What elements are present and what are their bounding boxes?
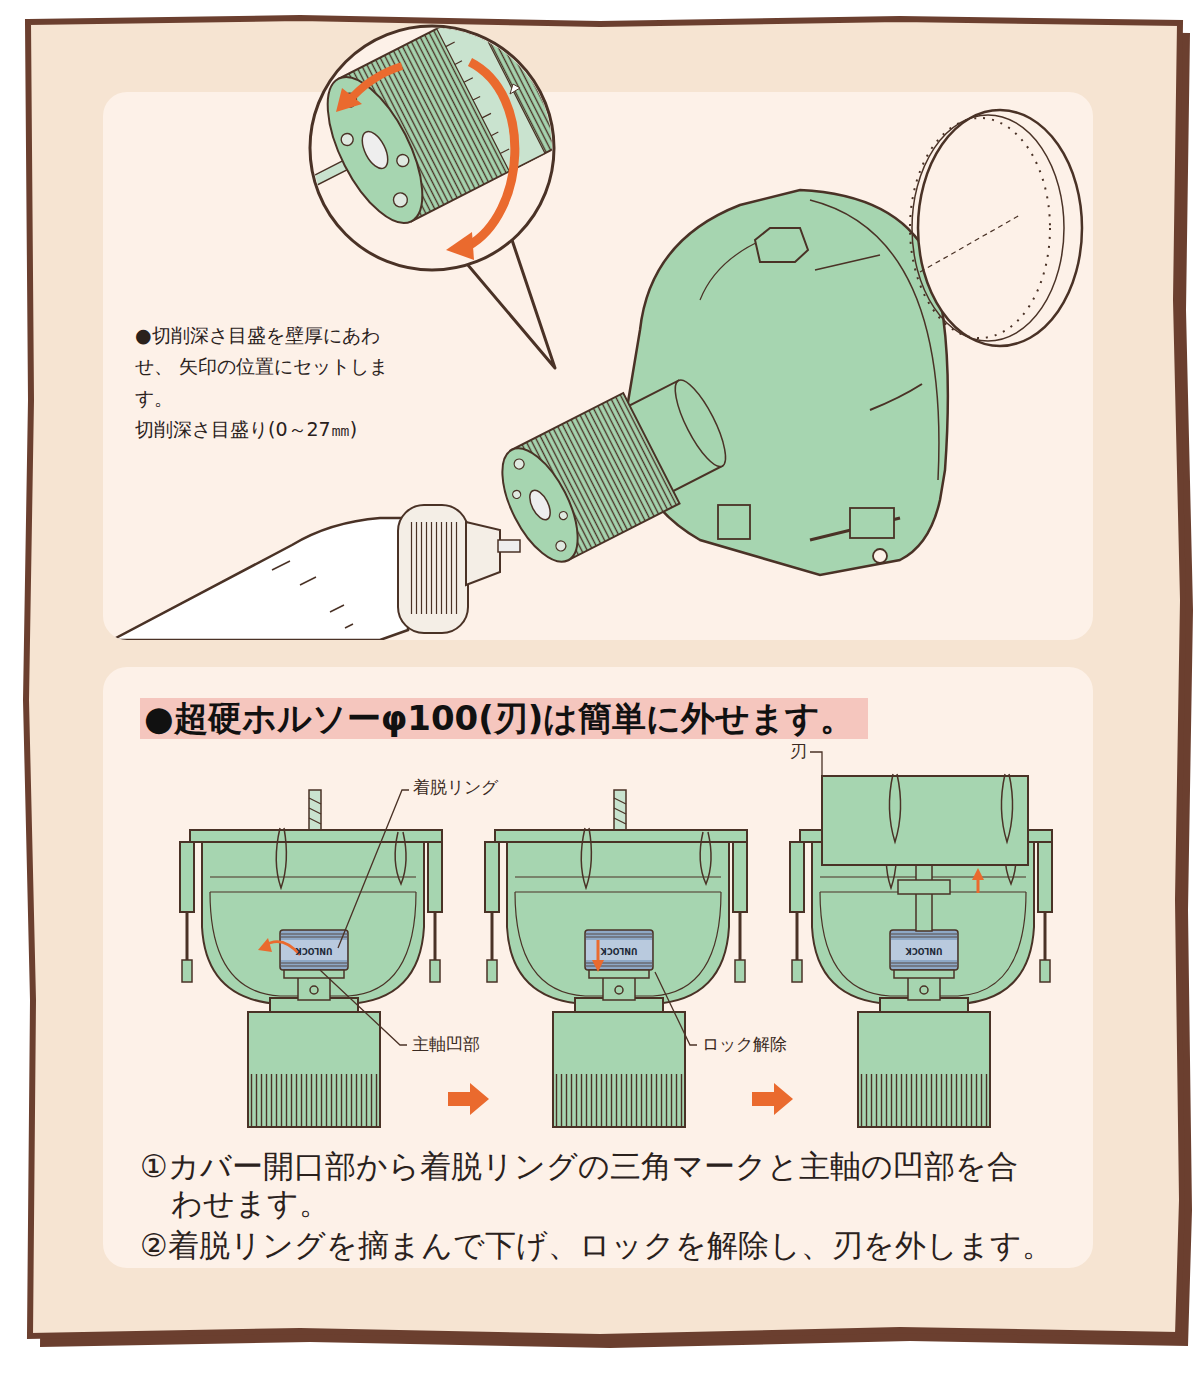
leader-line bbox=[655, 972, 697, 1045]
housing-illustration bbox=[487, 190, 948, 575]
housing-illustration bbox=[870, 384, 922, 410]
callout-bubble bbox=[348, 66, 402, 102]
holesaw-step-figures bbox=[790, 828, 1052, 1127]
drill-illustration bbox=[498, 540, 520, 552]
step-text: ①カバー開口部から着脱リングの三角マークと主軸の凹部を合 わせます。 bbox=[140, 1148, 1024, 1221]
housing-illustration bbox=[625, 190, 948, 575]
step-text: ②着脱リングを摘まんで下げ、ロックを解除し、刃を外します。 bbox=[140, 1227, 1086, 1264]
drill-illustration bbox=[272, 561, 353, 628]
callout-bubble bbox=[339, 131, 355, 147]
blade-disc bbox=[918, 110, 1082, 346]
blade-disc bbox=[910, 118, 1050, 338]
motion-arrows bbox=[592, 960, 604, 972]
leader-line bbox=[320, 752, 822, 1045]
housing-illustration bbox=[512, 457, 525, 470]
motion-arrows bbox=[597, 940, 600, 962]
paper-frame bbox=[36, 28, 1193, 1348]
holesaw-step-figures bbox=[485, 828, 747, 1127]
motion-arrows bbox=[258, 868, 984, 1115]
ring-marking: UNLOCK bbox=[906, 945, 943, 955]
holesaw-step-figures bbox=[822, 776, 1028, 865]
heading-band: ●超硬ホルソーφ100(刃)は簡単に外せます。 bbox=[140, 698, 868, 739]
blade-disc bbox=[912, 115, 1064, 341]
holesaw-step-figures bbox=[916, 865, 932, 931]
heading-text: ●超硬ホルソーφ100(刃)は簡単に外せます。 bbox=[144, 698, 854, 739]
callout-bubble bbox=[205, 0, 572, 368]
leader-line bbox=[810, 752, 822, 776]
label-anchor: UNLOCK bbox=[296, 945, 333, 955]
ring-marking: UNLOCK bbox=[296, 945, 333, 955]
callout-bubble bbox=[395, 152, 411, 168]
callout-bubble bbox=[205, 0, 572, 289]
note-text: ●切削深さ目盛を壁厚にあわせ、 矢印の位置にセットします。 bbox=[135, 320, 411, 414]
callout-bubble bbox=[510, 84, 520, 94]
leader-line bbox=[320, 970, 407, 1045]
label-anchor: 主軸凹部 bbox=[412, 1034, 480, 1055]
holesaw-step-figures bbox=[1001, 774, 1012, 842]
holesaw-step-figures bbox=[180, 774, 1052, 1127]
part-label: 着脱リング bbox=[413, 777, 498, 798]
paper-frame bbox=[26, 18, 1183, 1337]
paper-frame bbox=[26, 18, 1193, 1348]
motion-arrows bbox=[977, 878, 980, 893]
holesaw-step-figures bbox=[898, 880, 950, 894]
part-label: 主軸凹部 bbox=[412, 1034, 480, 1055]
callout-bubble bbox=[446, 232, 474, 260]
holesaw-step-figures bbox=[309, 790, 321, 832]
housing-illustration bbox=[554, 539, 567, 552]
motion-arrows bbox=[972, 868, 984, 880]
housing-illustration bbox=[850, 508, 894, 538]
housing-illustration bbox=[526, 487, 555, 523]
drill-illustration bbox=[466, 522, 500, 585]
housing-illustration bbox=[718, 505, 750, 539]
motion-arrows bbox=[448, 1083, 489, 1115]
drill-illustration bbox=[112, 518, 408, 640]
ring-marking: UNLOCK bbox=[601, 945, 638, 955]
holesaw-step-figures bbox=[180, 828, 442, 1127]
blade-disc bbox=[910, 110, 1082, 346]
callout-bubble bbox=[205, 0, 572, 289]
motion-arrows bbox=[258, 938, 272, 952]
label-anchor: 着脱リング bbox=[413, 777, 498, 798]
blade-disc bbox=[920, 215, 1020, 272]
drill-illustration bbox=[112, 505, 520, 640]
callout-bubble bbox=[357, 128, 393, 173]
content-panels bbox=[103, 667, 1093, 1268]
callout-bubble bbox=[437, 11, 545, 172]
housing-illustration bbox=[487, 437, 593, 573]
housing-illustration bbox=[873, 549, 887, 563]
holesaw-step-figures bbox=[889, 774, 900, 842]
label-anchor: UNLOCK bbox=[906, 945, 943, 955]
note-panel: ●切削深さ目盛を壁厚にあわせ、 矢印の位置にセットします。切削深さ目盛り(0～2… bbox=[103, 92, 1093, 640]
part-label: ロック解除 bbox=[702, 1034, 787, 1055]
label-anchor: ロック解除 bbox=[702, 1034, 787, 1055]
leader-line bbox=[338, 790, 409, 948]
label-anchor: 刃 bbox=[790, 741, 807, 762]
callout-bubble bbox=[468, 62, 515, 246]
housing-illustration bbox=[558, 510, 569, 521]
drill-illustration bbox=[398, 505, 468, 633]
content-panels bbox=[103, 92, 1093, 640]
range-text: 切削深さ目盛り(0～27㎜) bbox=[135, 414, 1093, 445]
housing-illustration bbox=[511, 489, 522, 500]
part-label: 刃 bbox=[790, 741, 807, 762]
drill-illustration bbox=[408, 522, 458, 614]
motion-arrows bbox=[752, 1083, 793, 1115]
content-panels bbox=[103, 92, 1093, 1268]
callout-bubble bbox=[336, 88, 362, 112]
callout-bubble bbox=[308, 63, 441, 236]
instruction-panel: ①カバー開口部から着脱リングの三角マークと主軸の凹部を合 わせます。 ②着脱リング… bbox=[103, 667, 1093, 1268]
housing-illustration bbox=[755, 228, 808, 262]
housing-illustration bbox=[815, 255, 880, 270]
label-anchor: UNLOCK bbox=[601, 945, 638, 955]
callout-bubble bbox=[391, 190, 410, 209]
holesaw-step-figures bbox=[614, 790, 626, 832]
housing-illustration bbox=[487, 362, 741, 573]
housing-illustration bbox=[666, 374, 735, 472]
